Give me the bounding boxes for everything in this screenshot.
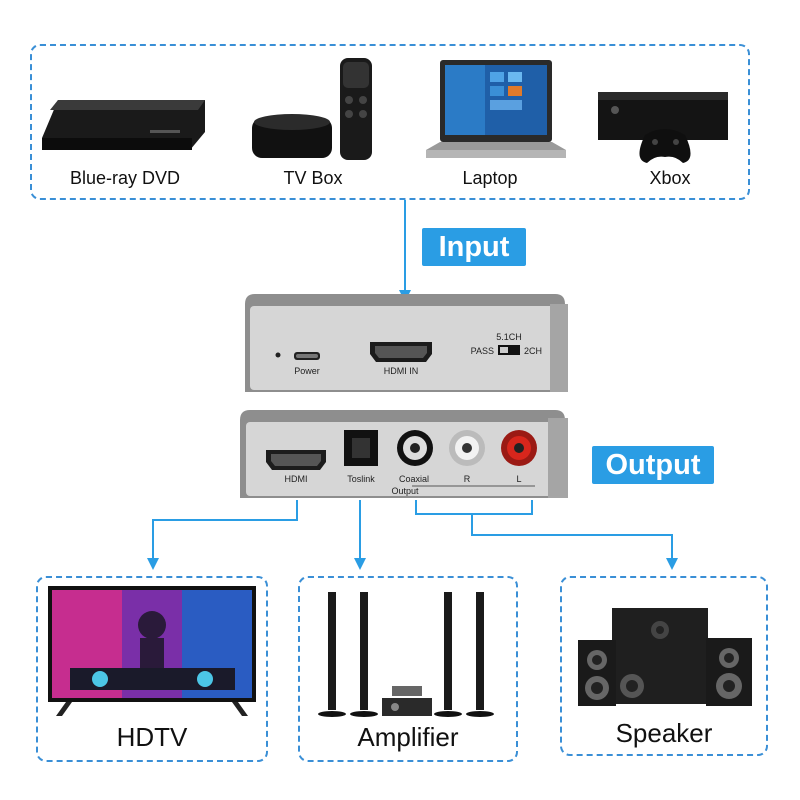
output-panel [240,410,568,498]
device-label-tv-box: TV Box [283,168,343,188]
laptop-icon [426,60,566,158]
toslink-label: Toslink [347,474,375,484]
device-label-blu-ray: Blue-ray DVD [69,168,181,188]
tv-box-icon [252,58,372,160]
device-label-laptop: Laptop [462,168,518,188]
output-label: Output [391,486,419,496]
amplifier-icon [318,592,494,717]
switch-top-label: 5.1CH [496,332,522,342]
amplifier-box [298,576,518,762]
l-label: L [516,474,521,484]
power-label: Power [294,366,320,376]
dvd-player-icon [42,100,205,150]
switch-left-label: PASS [471,346,494,356]
input-devices-box [30,44,750,200]
coaxial-label: Coaxial [399,474,429,484]
output-label-speaker: Speaker [615,718,713,748]
xbox-icon [598,92,728,163]
input-panel [245,294,568,392]
r-label: R [464,474,471,484]
speaker-icon [578,608,752,706]
hdmi-in-label: HDMI IN [384,366,419,376]
output-label-hdtv: HDTV [116,722,188,752]
hdmi-out-label: HDMI [285,474,308,484]
speaker-box [560,576,768,756]
input-tag: Input [422,228,526,266]
output-tag: Output [592,446,714,484]
hdtv-box [36,576,268,762]
switch-right-label: 2CH [524,346,542,356]
device-label-xbox: Xbox [649,168,691,188]
hdtv-icon [48,586,256,716]
output-label-amplifier: Amplifier [357,722,459,752]
